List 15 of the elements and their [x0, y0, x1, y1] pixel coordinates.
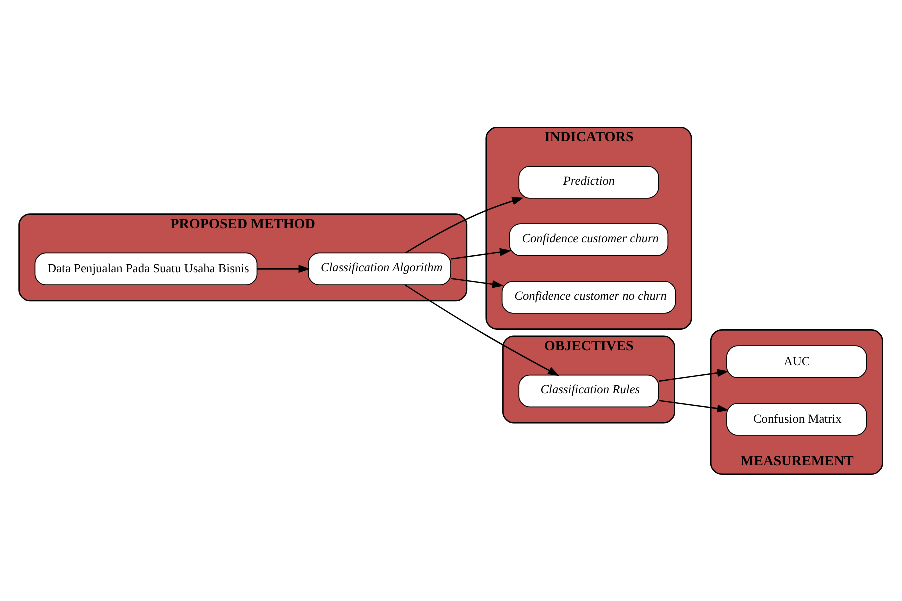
node-box: Classification Rules — [518, 374, 660, 408]
arrow — [659, 400, 729, 412]
node-box: Confidence customer no churn — [502, 280, 676, 314]
arrow — [451, 248, 512, 260]
arrow — [258, 264, 310, 273]
arrow — [451, 278, 504, 288]
arrow — [406, 196, 524, 254]
arrow — [659, 368, 729, 382]
node-box: Confusion Matrix — [726, 402, 868, 436]
node-box: Classification Algorithm — [308, 252, 452, 286]
node-box: AUC — [726, 345, 868, 378]
node-box: Confidence customer churn — [509, 223, 669, 256]
node-box: Data Penjualan Pada Suatu Usaha Bisnis — [34, 252, 258, 286]
node-box: Prediction — [518, 166, 660, 198]
arrow — [404, 284, 560, 376]
